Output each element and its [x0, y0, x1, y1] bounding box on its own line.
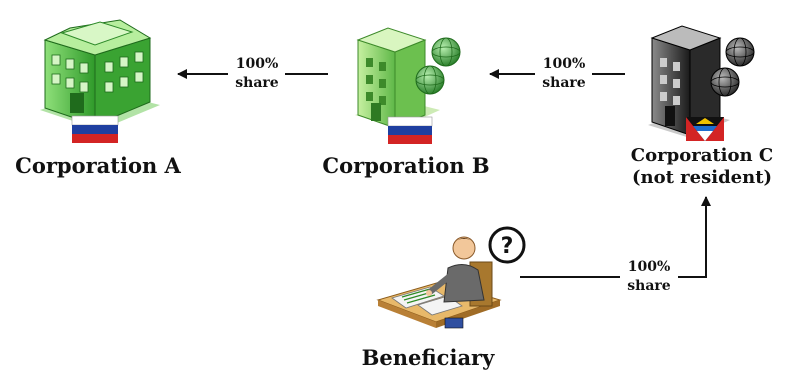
russia-flag-icon — [71, 115, 119, 143]
antigua-flag-icon — [686, 117, 724, 141]
edge-label-b-to-a: 100% share — [230, 55, 284, 93]
edge-word: share — [627, 278, 671, 294]
edge-pct: 100% — [627, 259, 671, 275]
edge-label-beneficiary-to-c: 100% share — [622, 258, 676, 296]
globe-icon — [710, 67, 740, 97]
edge-word: share — [235, 75, 279, 91]
globe-icon — [415, 65, 445, 95]
unknown-marker-text: ? — [501, 234, 514, 259]
edge-pct: 100% — [235, 56, 279, 72]
globe-icon — [725, 37, 755, 67]
beneficiary-person-icon — [376, 236, 502, 329]
question-mark-icon: ? — [488, 226, 526, 264]
corporation-c-label: Corporation C (not resident) — [622, 145, 782, 189]
edge-label-c-to-b: 100% share — [537, 55, 591, 93]
corporation-c-name: Corporation C — [630, 145, 774, 166]
corporation-b-building-icon — [355, 27, 440, 129]
edge-word: share — [542, 75, 586, 91]
corporation-a-label: Corporation A — [15, 153, 181, 178]
edge-pct: 100% — [542, 56, 586, 72]
arrow-beneficiary-to-c-up — [678, 196, 711, 278]
globe-icon — [431, 37, 461, 67]
corporation-c-residency: (not resident) — [631, 167, 773, 188]
russia-flag-icon — [387, 116, 433, 144]
corporation-b-label: Corporation B — [322, 153, 490, 178]
corporation-a-building-icon — [40, 19, 160, 130]
beneficiary-label: Beneficiary — [361, 345, 495, 370]
